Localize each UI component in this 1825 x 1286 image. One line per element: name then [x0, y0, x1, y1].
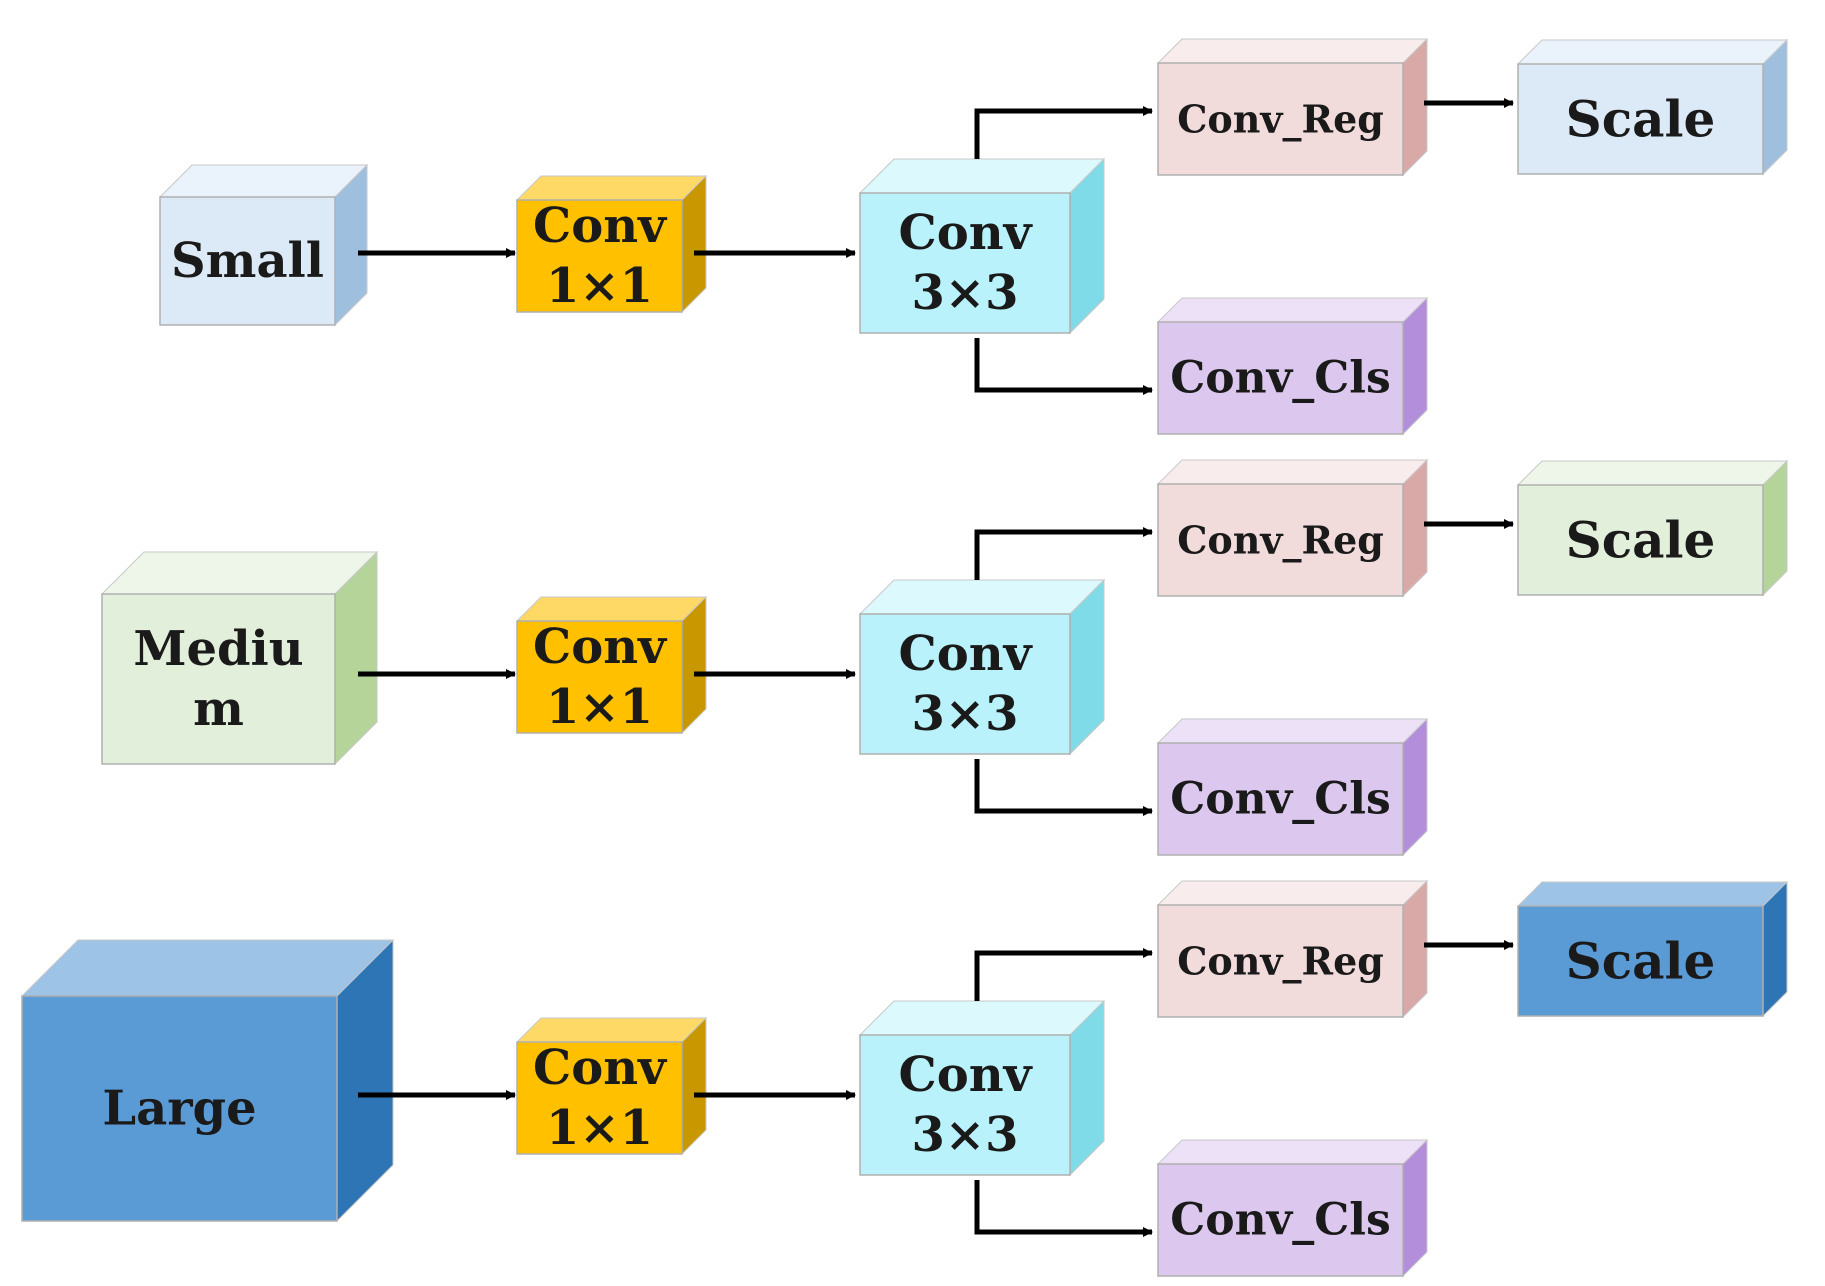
row-1-conv-reg-box: Conv_Reg: [1156, 37, 1429, 177]
row-2-scale-box-top-face: [1516, 460, 1789, 486]
row-1-conv1x1-box-label-1: Conv: [533, 198, 668, 254]
row-2-conv3x3-box-front-face: [859, 613, 1071, 755]
row-3-conv3x3-box-top-face: [858, 1000, 1106, 1036]
row-2-conv1x1-box-label-2: 1×1: [546, 679, 653, 735]
row-2-conv-reg-box: Conv_Reg: [1156, 458, 1429, 598]
row-3-scale-box-front-face: [1517, 905, 1764, 1017]
row-2-conv1x1-box-label-1: Conv: [533, 619, 668, 675]
row-1-scale-box-side-face: [1762, 38, 1788, 176]
row-3-conv-reg-box-label: Conv_Reg: [1177, 939, 1384, 984]
row-2-conv-cls-box: Conv_Cls: [1156, 717, 1429, 857]
row-2-input-box-label-2: m: [193, 681, 244, 737]
row-1-scale-box-label: Scale: [1566, 90, 1716, 149]
row-2-conv3x3-box-top-face: [858, 579, 1106, 615]
row-2-conv3x3-box-label-2: 3×3: [911, 686, 1018, 742]
row-1-conv-cls-box-top-face: [1156, 297, 1429, 323]
row-3-scale-box-side-face: [1762, 880, 1788, 1018]
row-1-scale-box-front-face: [1517, 63, 1764, 175]
row-3-conv-reg-box-front-face: [1157, 904, 1404, 1018]
row-1-scale-box-top-face: [1516, 39, 1789, 65]
row-2-conv-reg-box-label: Conv_Reg: [1177, 518, 1384, 563]
row-3-input-box-label: Large: [102, 1081, 256, 1137]
row-2-conv3x3-box-label-1: Conv: [898, 626, 1033, 682]
row-2-conv-cls-box-side-face: [1402, 717, 1428, 857]
row-3-scale-box-label: Scale: [1566, 932, 1716, 991]
row-1-scale-box: Scale: [1516, 38, 1789, 176]
row-1-conv3x3-box-top-face: [858, 158, 1106, 194]
row-2-scale-box-front-face: [1517, 484, 1764, 596]
row-2-conv-cls-box-top-face: [1156, 718, 1429, 744]
row-1-input-box-top-face: [158, 164, 369, 198]
row-1-conv3x3-box-label-2: 3×3: [911, 265, 1018, 321]
row-3-input-box: Large: [20, 938, 395, 1223]
row-3-input-box-front-face: [21, 995, 338, 1222]
row-2-input-box-label-1: Mediu: [133, 621, 303, 677]
row-3-conv3x3-box-label-2: 3×3: [911, 1107, 1018, 1163]
row-1-conv1x1-box-label-2: 1×1: [546, 258, 653, 314]
row-3-arrow-conv3x3-to-reg: [974, 948, 1153, 1001]
row-3-conv-cls-box: Conv_Cls: [1156, 1138, 1429, 1278]
row-1-conv-reg-box-front-face: [1157, 62, 1404, 176]
row-2-conv1x1-box-front-face: [516, 620, 683, 734]
row-2-conv-cls-box-label: Conv_Cls: [1170, 774, 1390, 825]
row-3-conv-reg-box-top-face: [1156, 880, 1429, 906]
row-1-conv1x1-box-front-face: [516, 199, 683, 313]
row-3-conv1x1-box-top-face: [515, 1017, 708, 1043]
row-3-conv-cls-box-top-face: [1156, 1139, 1429, 1165]
row-1-conv1x1-box-side-face: [681, 174, 707, 314]
row-3-conv1x1-box-side-face: [681, 1016, 707, 1156]
row-1-conv1x1-box-top-face: [515, 175, 708, 201]
row-3-arrow-conv3x3-to-cls: [974, 1180, 1153, 1237]
row-2-scale-box-label: Scale: [1566, 511, 1716, 570]
row-1-conv-reg-box-top-face: [1156, 38, 1429, 64]
row-1-conv-cls-box-label: Conv_Cls: [1170, 353, 1390, 404]
row-2-scale-box: Scale: [1516, 459, 1789, 597]
row-1-conv-cls-box: Conv_Cls: [1156, 296, 1429, 436]
row-2-arrow-conv3x3-to-reg: [974, 527, 1153, 580]
row-1-arrow-conv3x3-to-reg: [974, 106, 1153, 159]
row-2-conv-cls-box-front-face: [1157, 742, 1404, 856]
row-3-conv3x3-box-front-face: [859, 1034, 1071, 1176]
row-3-scale-box: Scale: [1516, 880, 1789, 1018]
row-2-input-box-front-face: [101, 593, 336, 765]
row-3-conv1x1-box-front-face: [516, 1041, 683, 1155]
row-1-arrow-conv3x3-to-cls: [974, 338, 1153, 395]
row-3-conv1x1-box-label-2: 1×1: [546, 1100, 653, 1156]
row-2-scale-box-side-face: [1762, 459, 1788, 597]
row-3-conv-cls-box-front-face: [1157, 1163, 1404, 1277]
row-1-conv3x3-box-label-1: Conv: [898, 205, 1033, 261]
row-1-input-box-front-face: [159, 196, 336, 326]
row-2-conv-reg-box-side-face: [1402, 458, 1428, 598]
row-2-conv1x1-box-side-face: [681, 595, 707, 735]
row-3-conv-reg-box: Conv_Reg: [1156, 879, 1429, 1019]
row-1-input-box: Small: [158, 163, 369, 327]
row-2-conv-reg-box-top-face: [1156, 459, 1429, 485]
row-3-scale-box-top-face: [1516, 881, 1789, 907]
row-3-conv1x1-box-label-1: Conv: [533, 1040, 668, 1096]
row-3-conv-cls-box-label: Conv_Cls: [1170, 1195, 1390, 1246]
row-1-conv-reg-box-label: Conv_Reg: [1177, 97, 1384, 142]
row-3-input-box-top-face: [20, 939, 395, 997]
row-2-input-box-top-face: [100, 551, 379, 595]
row-2-conv-reg-box-front-face: [1157, 483, 1404, 597]
row-3-conv-cls-box-side-face: [1402, 1138, 1428, 1278]
row-3-conv3x3-box-label-1: Conv: [898, 1047, 1033, 1103]
row-1-conv-reg-box-side-face: [1402, 37, 1428, 177]
row-1-input-box-label: Small: [171, 233, 324, 289]
row-3-conv-reg-box-side-face: [1402, 879, 1428, 1019]
row-1-conv3x3-box-front-face: [859, 192, 1071, 334]
row-1-conv-cls-box-front-face: [1157, 321, 1404, 435]
row-1-conv-cls-box-side-face: [1402, 296, 1428, 436]
row-2-arrow-conv3x3-to-cls: [974, 759, 1153, 816]
row-2-conv1x1-box-top-face: [515, 596, 708, 622]
